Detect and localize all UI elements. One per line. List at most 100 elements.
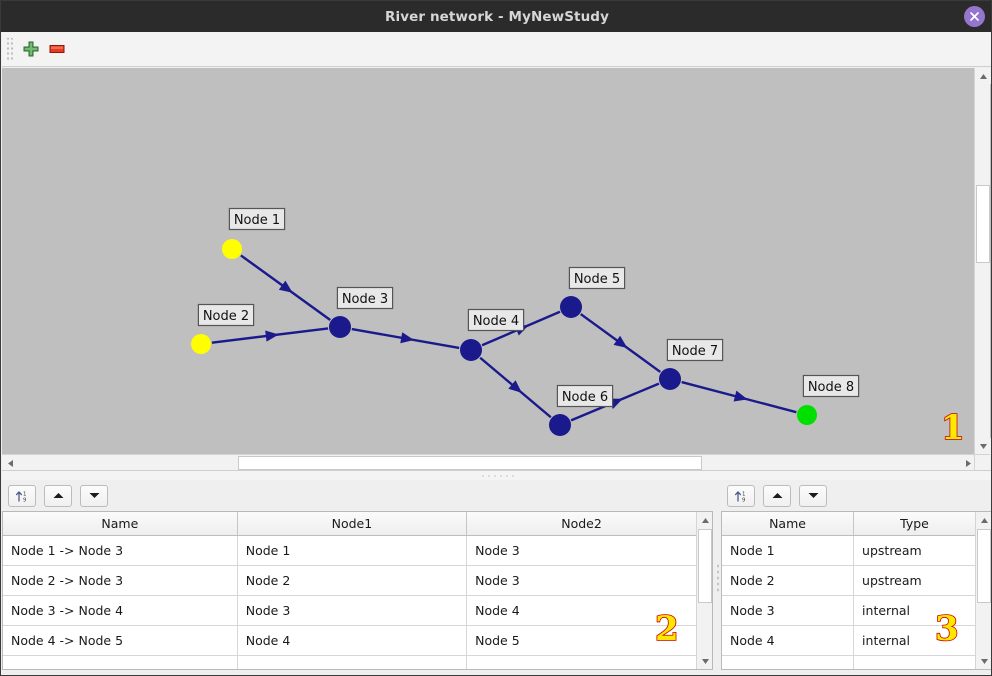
table-row-empty[interactable] bbox=[722, 655, 975, 669]
toolbar-drag-handle[interactable] bbox=[5, 38, 14, 60]
nodes-vertical-scrollbar[interactable] bbox=[975, 512, 991, 669]
caret-left-icon bbox=[7, 459, 13, 467]
table-cell[interactable] bbox=[722, 655, 855, 669]
table-cell[interactable]: Node 1 bbox=[237, 535, 468, 566]
graph-horizontal-scrollbar[interactable] bbox=[2, 454, 976, 471]
node-label-box bbox=[228, 207, 286, 231]
vertical-splitter[interactable] bbox=[713, 480, 721, 675]
table-cell[interactable]: internal bbox=[853, 595, 975, 626]
graph-node[interactable] bbox=[797, 405, 817, 425]
table-cell[interactable]: Node 4 -> Node 5 bbox=[3, 625, 238, 656]
table-cell[interactable]: internal bbox=[853, 625, 975, 656]
window-title: River network - MyNewStudy bbox=[385, 8, 609, 25]
node-label[interactable]: Node 2 bbox=[197, 303, 255, 327]
column-header[interactable]: Type bbox=[853, 512, 975, 536]
nodes-move-up-button[interactable] bbox=[763, 484, 791, 507]
table-cell[interactable] bbox=[466, 655, 696, 669]
table-cell[interactable]: Node 2 bbox=[237, 565, 468, 596]
nodes-scroll-down-button[interactable] bbox=[976, 653, 991, 669]
table-cell[interactable]: Node 2 bbox=[722, 565, 855, 596]
node-label[interactable]: Node 3 bbox=[336, 286, 394, 310]
table-cell[interactable] bbox=[237, 655, 468, 669]
table-cell[interactable]: Node 4 bbox=[722, 625, 855, 656]
table-cell[interactable]: Node 3 bbox=[466, 535, 696, 566]
table-cell[interactable] bbox=[3, 655, 238, 669]
table-cell[interactable]: Node 3 bbox=[237, 595, 468, 626]
node-label[interactable]: Node 8 bbox=[802, 374, 860, 398]
scroll-up-button[interactable] bbox=[975, 68, 991, 84]
add-node-button[interactable] bbox=[18, 36, 44, 62]
table-cell[interactable]: Node 4 bbox=[466, 595, 696, 626]
table-cell[interactable]: Node 1 bbox=[722, 535, 855, 566]
column-header[interactable]: Node2 bbox=[466, 512, 696, 536]
column-header[interactable]: Name bbox=[722, 512, 855, 536]
graph-hscroll-thumb[interactable] bbox=[238, 456, 702, 470]
table-cell[interactable]: Node 3 bbox=[722, 595, 855, 626]
graph-node[interactable] bbox=[329, 316, 351, 338]
reaches-vertical-scrollbar[interactable] bbox=[696, 512, 712, 669]
table-cell[interactable]: upstream bbox=[853, 565, 975, 596]
node-label-text: Node 6 bbox=[562, 390, 608, 405]
delete-node-button[interactable] bbox=[44, 36, 70, 62]
table-cell[interactable]: upstream bbox=[853, 535, 975, 566]
table-cell[interactable]: Node 1 -> Node 3 bbox=[3, 535, 238, 566]
node-label[interactable]: Node 1 bbox=[228, 207, 286, 231]
graph-node[interactable] bbox=[191, 334, 211, 354]
river-network-graph[interactable]: Node 1 Node 2 Node 3 Node 4 Node 5 Node 6 Node… bbox=[2, 68, 976, 454]
graph-vscroll-track[interactable] bbox=[975, 84, 990, 438]
edge-arrowhead-icon bbox=[265, 330, 279, 342]
table-row-empty[interactable] bbox=[3, 655, 696, 669]
graph-panel[interactable]: Node 1 Node 2 Node 3 Node 4 Node 5 Node 6 Node… bbox=[2, 68, 991, 454]
graph-vscroll-thumb[interactable] bbox=[976, 185, 990, 263]
reaches-scroll-down-button[interactable] bbox=[697, 653, 712, 669]
scroll-left-button[interactable] bbox=[2, 455, 18, 471]
caret-down-icon bbox=[979, 443, 987, 449]
nodes-sort-button[interactable]: 1 9 bbox=[727, 484, 755, 507]
graph-node[interactable] bbox=[222, 239, 242, 259]
graph-node[interactable] bbox=[659, 368, 681, 390]
reaches-move-down-button[interactable] bbox=[80, 484, 108, 507]
node-label[interactable]: Node 6 bbox=[556, 384, 614, 408]
nodes-vscroll-thumb[interactable] bbox=[977, 529, 991, 603]
node-label[interactable]: Node 7 bbox=[666, 338, 724, 362]
table-cell[interactable]: Node 3 -> Node 4 bbox=[3, 595, 238, 626]
graph-node[interactable] bbox=[460, 339, 482, 361]
reaches-move-up-button[interactable] bbox=[44, 484, 72, 507]
nodes-scroll-up-button[interactable] bbox=[976, 512, 991, 528]
nodes-move-down-button[interactable] bbox=[799, 484, 827, 507]
table-cell[interactable]: Node 3 bbox=[466, 565, 696, 596]
reaches-vscroll-thumb[interactable] bbox=[698, 529, 712, 603]
reaches-sort-button[interactable]: 1 9 bbox=[8, 484, 36, 507]
table-cell[interactable]: Node 4 bbox=[237, 625, 468, 656]
node-label[interactable]: Node 5 bbox=[568, 266, 626, 290]
node-label[interactable]: Node 4 bbox=[467, 308, 525, 332]
minus-icon bbox=[49, 45, 65, 53]
annotation-2: 2 bbox=[654, 609, 679, 649]
graph-node[interactable] bbox=[549, 414, 571, 436]
scroll-down-button[interactable] bbox=[975, 438, 991, 454]
scroll-right-button[interactable] bbox=[960, 455, 976, 471]
horizontal-splitter[interactable] bbox=[2, 470, 991, 480]
arrow-up-icon bbox=[772, 493, 782, 498]
table-cell[interactable] bbox=[853, 655, 975, 669]
column-header[interactable]: Node1 bbox=[237, 512, 468, 536]
column-header[interactable]: Name bbox=[3, 512, 238, 536]
graph-node[interactable] bbox=[560, 296, 582, 318]
close-button[interactable] bbox=[964, 6, 985, 27]
table-cell[interactable]: Node 5 bbox=[466, 625, 696, 656]
table-cell[interactable]: Node 2 -> Node 3 bbox=[3, 565, 238, 596]
edge-arrowhead-icon bbox=[733, 390, 748, 402]
reaches-scroll-up-button[interactable] bbox=[697, 512, 712, 528]
graph-vertical-scrollbar[interactable] bbox=[974, 68, 991, 454]
